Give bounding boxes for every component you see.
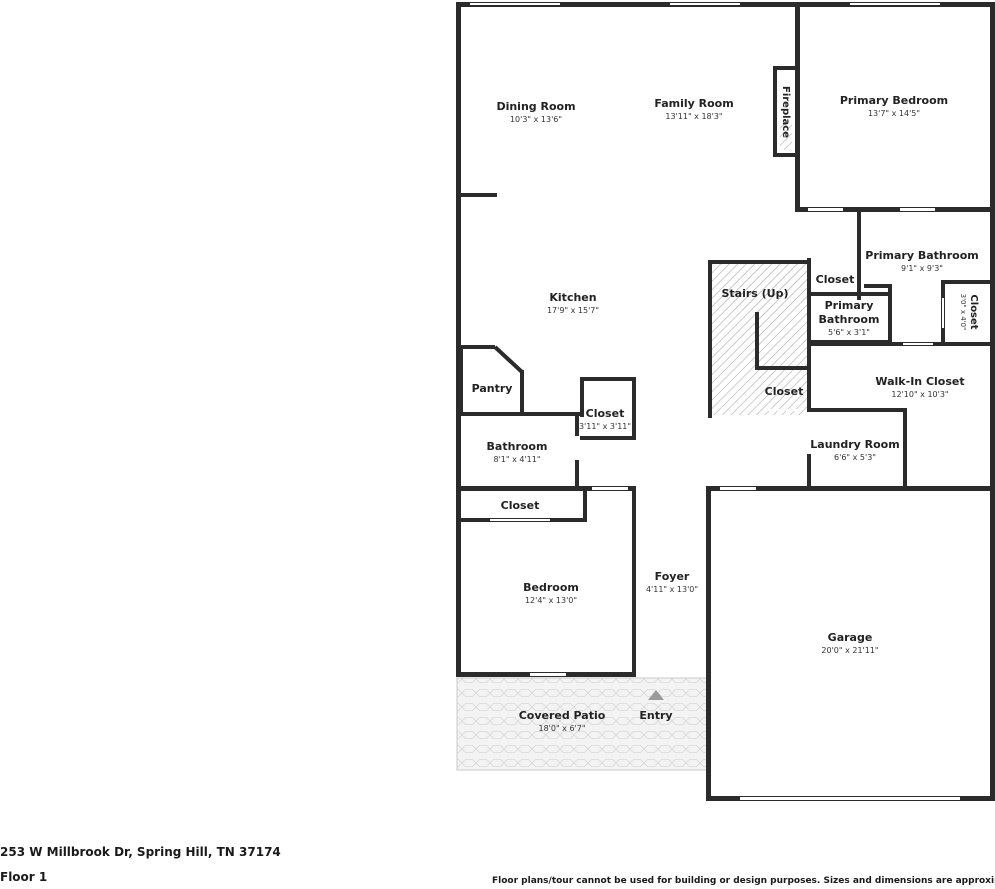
walk-in-closet-name: Walk-In Closet — [875, 375, 964, 388]
walk-in-closet-dim: 12'10" x 10'3" — [891, 390, 948, 399]
closet-kitchen-name: Closet — [586, 407, 625, 420]
family-room-name: Family Room — [654, 97, 733, 110]
closet-top-name: Closet — [816, 273, 855, 286]
foyer-name: Foyer — [655, 570, 690, 583]
foyer-dim: 4'11" x 13'0" — [646, 585, 698, 594]
entry-label: Entry — [639, 709, 672, 722]
fireplace-hearth — [780, 120, 792, 150]
pantry-angled-wall — [493, 345, 524, 374]
primary-bathroom-small-dim: 5'6" x 3'1" — [828, 328, 870, 337]
property-address: 253 W Millbrook Dr, Spring Hill, TN 3717… — [0, 845, 281, 859]
openings — [470, 3, 960, 800]
primary-bathroom-name: Primary Bathroom — [865, 249, 978, 262]
primary-bathroom-dim: 9'1" x 9'3" — [901, 264, 943, 273]
disclaimer-text: Floor plans/tour cannot be used for buil… — [492, 876, 995, 886]
laundry-room-dim: 6'6" x 5'3" — [834, 453, 876, 462]
dining-room-dim: 10'3" x 13'6" — [510, 115, 562, 124]
bedroom-name: Bedroom — [523, 581, 579, 594]
entry-arrow-icon — [648, 690, 664, 700]
bedroom-dim: 12'4" x 13'0" — [525, 596, 577, 605]
garage-dim: 20'0" x 21'11" — [821, 646, 878, 655]
primary-bathroom-small-name-1: Primary — [825, 299, 874, 312]
laundry-room-name: Laundry Room — [810, 438, 899, 451]
covered-patio-dim: 18'0" x 6'7" — [538, 724, 585, 733]
fireplace-label: Fireplace — [780, 86, 791, 138]
family-room-dim: 13'11" x 18'3" — [665, 112, 722, 121]
primary-bathroom-small-name-2: Bathroom — [819, 313, 880, 326]
dining-room-name: Dining Room — [496, 100, 575, 113]
kitchen-dim: 17'9" x 15'7" — [547, 306, 599, 315]
kitchen-name: Kitchen — [549, 291, 596, 304]
primary-bedroom-dim: 13'7" x 14'5" — [868, 109, 920, 118]
stairs-hatch-lower — [713, 310, 755, 414]
bathroom-dim: 8'1" x 4'11" — [493, 455, 540, 464]
bathroom-name: Bathroom — [487, 440, 548, 453]
primary-bedroom-name: Primary Bedroom — [840, 94, 948, 107]
garage-name: Garage — [828, 631, 873, 644]
covered-patio-name: Covered Patio — [519, 709, 606, 722]
closet-stairs-name: Closet — [765, 385, 804, 398]
walls — [456, 2, 995, 801]
stairs-label: Stairs (Up) — [721, 287, 788, 300]
floor-label: Floor 1 — [0, 870, 48, 884]
covered-patio-area — [456, 677, 709, 771]
pantry-name: Pantry — [472, 382, 513, 395]
closet-right-dim: 3'0" x 4'0" — [959, 294, 967, 331]
closet-kitchen-dim: 3'11" x 3'11" — [579, 422, 631, 431]
closet-bedroom-name: Closet — [501, 499, 540, 512]
closet-right-name: Closet — [968, 294, 979, 329]
